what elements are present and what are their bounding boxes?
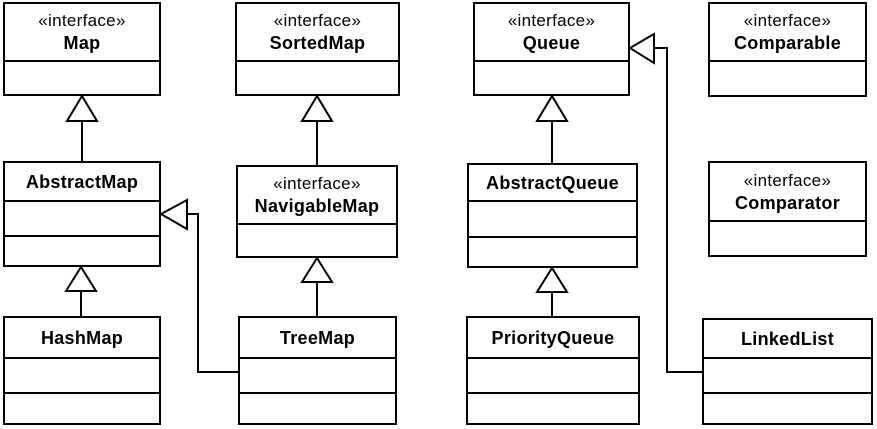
generalization-arrowhead <box>535 94 569 122</box>
class-stereotype: «interface» <box>273 174 361 193</box>
generalization-arrowhead <box>300 94 334 122</box>
generalization-treemap-to-navigablemap <box>300 256 334 316</box>
attributes-compartment <box>5 200 159 235</box>
attributes-compartment <box>469 200 636 236</box>
class-name: HashMap <box>40 327 124 348</box>
class-stereotype: «interface» <box>507 11 596 30</box>
generalization-arrowhead <box>64 265 98 292</box>
class-stereotype: «interface» <box>38 11 126 30</box>
class-box-comparable: «interface» Comparable <box>708 2 867 97</box>
generalization-navigablemap-to-sortedmap <box>300 94 334 165</box>
generalization-abstractmap-to-map <box>65 94 99 161</box>
class-name: Comparable <box>733 33 842 53</box>
attributes-compartment <box>468 357 638 392</box>
generalization-arrowhead <box>628 32 655 65</box>
operations-compartment <box>240 392 395 423</box>
class-box-linkedlist: LinkedList <box>702 318 873 425</box>
class-title-compartment: «interface» NavigableMap <box>238 167 396 223</box>
operations-compartment <box>5 235 159 265</box>
members-compartment <box>475 60 628 94</box>
attributes-compartment <box>5 357 159 392</box>
class-stereotype: «interface» <box>273 11 362 30</box>
members-compartment <box>238 223 396 256</box>
class-name: Map <box>63 33 101 53</box>
class-box-priorityqueue: PriorityQueue <box>466 316 640 425</box>
class-name: LinkedList <box>740 328 834 349</box>
class-stereotype: «interface» <box>743 170 832 190</box>
attributes-compartment <box>240 357 395 392</box>
operations-compartment <box>469 236 636 266</box>
generalization-treemap-to-abstractmap <box>158 198 238 373</box>
class-title-compartment: PriorityQueue <box>468 318 638 357</box>
class-title-compartment: «interface» Queue <box>475 4 628 60</box>
class-title-compartment: «interface» Map <box>5 4 159 60</box>
class-box-navigablemap: «interface» NavigableMap <box>236 165 398 258</box>
generalization-linkedlist-to-queue <box>628 32 702 373</box>
generalization-hashmap-to-abstractmap <box>64 265 98 316</box>
operations-compartment <box>5 392 159 423</box>
members-compartment <box>237 60 398 94</box>
class-name: Comparator <box>734 192 840 213</box>
class-name: TreeMap <box>279 327 356 348</box>
class-title-compartment: «interface» Comparable <box>710 4 865 60</box>
generalization-arrowhead <box>535 266 569 293</box>
operations-compartment <box>704 392 871 423</box>
class-name: AbstractQueue <box>486 172 619 193</box>
class-title-compartment: LinkedList <box>704 320 871 357</box>
class-title-compartment: AbstractMap <box>5 163 159 200</box>
class-box-hashmap: HashMap <box>3 316 161 425</box>
class-box-abstractmap: AbstractMap <box>3 161 161 267</box>
members-compartment <box>5 60 159 94</box>
generalization-arrowhead <box>158 198 188 231</box>
class-box-map: «interface» Map <box>3 2 161 96</box>
class-box-abstractqueue: AbstractQueue <box>467 163 638 268</box>
class-box-treemap: TreeMap <box>238 316 397 425</box>
generalization-arrowhead <box>300 256 334 283</box>
class-box-queue: «interface» Queue <box>473 2 630 96</box>
class-name: NavigableMap <box>254 196 380 216</box>
generalization-abstractqueue-to-queue <box>535 94 569 163</box>
class-stereotype: «interface» <box>743 11 832 30</box>
class-title-compartment: TreeMap <box>240 318 395 357</box>
class-box-comparator: «interface» Comparator <box>708 161 867 257</box>
class-name: Queue <box>522 33 581 53</box>
members-compartment <box>710 60 865 95</box>
class-name: AbstractMap <box>25 171 139 192</box>
class-title-compartment: «interface» Comparator <box>710 163 865 220</box>
class-name: PriorityQueue <box>491 327 615 348</box>
class-title-compartment: AbstractQueue <box>469 165 636 200</box>
generalization-priorityqueue-to-abstractqueue <box>535 266 569 316</box>
generalization-arrowhead <box>65 94 99 122</box>
class-box-sortedmap: «interface» SortedMap <box>235 2 400 96</box>
members-compartment <box>710 220 865 255</box>
class-title-compartment: HashMap <box>5 318 159 357</box>
class-name: SortedMap <box>269 33 366 53</box>
attributes-compartment <box>704 357 871 392</box>
operations-compartment <box>468 392 638 423</box>
class-title-compartment: «interface» SortedMap <box>237 4 398 60</box>
